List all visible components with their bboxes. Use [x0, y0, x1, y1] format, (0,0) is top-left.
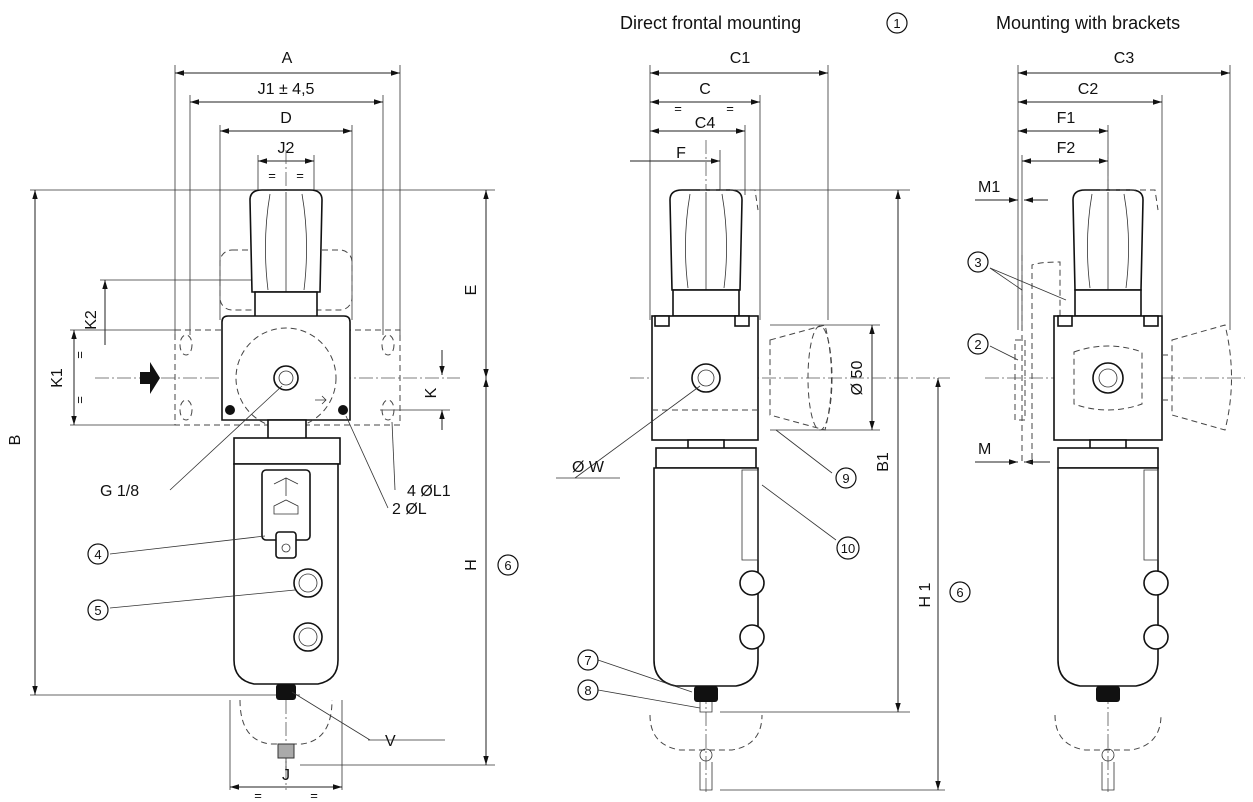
callout-7-left-text: 6 [504, 558, 511, 573]
dim-F: F [676, 145, 686, 162]
dim-C2: C2 [1078, 81, 1099, 98]
label-OW: Ø W [572, 459, 605, 476]
label-4-OL1: 4 ØL1 [407, 483, 451, 500]
dim-H1: H 1 [917, 582, 934, 607]
dim-D50: Ø 50 [849, 361, 866, 396]
right-view: C3 C2 F1 F2 M1 M 3 2 [967, 50, 1245, 795]
label-G: G 1/8 [100, 483, 139, 500]
eq-mark: = [310, 788, 318, 802]
dim-J1: J1 ± 4,5 [258, 81, 315, 98]
callout-6 [577, 649, 599, 671]
callout-9 [835, 467, 857, 489]
dim-C: C [699, 81, 711, 98]
dim-J: J [282, 767, 290, 784]
callout-8-text: 8 [584, 683, 591, 698]
label-V: V [385, 733, 396, 750]
callout-7-left [497, 554, 519, 576]
dim-E: E [463, 285, 480, 296]
dim-H: H [463, 559, 480, 571]
callout-5-text: 5 [94, 603, 101, 618]
dim-J2: J2 [278, 140, 295, 157]
callout-10-text: 10 [841, 541, 855, 556]
dim-D: D [280, 110, 292, 127]
callout-2 [967, 333, 989, 355]
dim-M: M [978, 441, 991, 458]
title-frontal-mounting: Direct frontal mounting [620, 13, 801, 33]
dim-K: K [423, 387, 440, 398]
eq-mark: = [674, 101, 682, 116]
eq-mark: = [296, 168, 304, 183]
callout-10 [836, 536, 860, 560]
dim-K1: K1 [49, 368, 66, 388]
dim-C1: C1 [730, 50, 751, 67]
eq-mark: = [726, 101, 734, 116]
dim-B1: B1 [875, 452, 892, 472]
callout-3-text: 3 [974, 255, 981, 270]
callout-4 [87, 543, 109, 565]
dim-C4: C4 [695, 115, 716, 132]
eq-mark: = [268, 168, 276, 183]
callout-2-text: 2 [974, 337, 981, 352]
dim-C3: C3 [1114, 50, 1135, 67]
title-brackets-mounting: Mounting with brackets [996, 13, 1180, 33]
frontal-ref-circle [886, 12, 908, 34]
label-2-OL: 2 ØL [392, 501, 427, 518]
callout-6-text: 7 [584, 653, 591, 668]
dim-K2: K2 [83, 310, 100, 330]
middle-view: C1 C = = C4 F B1 H 1 6 Ø 50 Ø W 9 10 7 8 [556, 50, 971, 795]
callout-7-middle-text: 6 [956, 585, 963, 600]
eq-mark: = [254, 788, 262, 802]
eq-mark: = [72, 351, 87, 359]
dim-F2: F2 [1057, 140, 1076, 157]
callout-3 [967, 251, 989, 273]
callout-7-middle [949, 581, 971, 603]
callout-8 [577, 679, 599, 701]
callout-4-text: 4 [94, 547, 101, 562]
dim-M1: M1 [978, 179, 1000, 196]
dim-A: A [282, 50, 293, 67]
callout-9-text: 9 [842, 471, 849, 486]
frontal-ref-number: 1 [893, 16, 900, 31]
callout-5 [87, 599, 109, 621]
dim-F1: F1 [1057, 110, 1076, 127]
left-view: A J1 ± 4,5 D J2 = = B E H 6 K2 K1 = = K … [7, 50, 519, 802]
dim-B: B [7, 435, 24, 446]
eq-mark: = [72, 396, 87, 404]
